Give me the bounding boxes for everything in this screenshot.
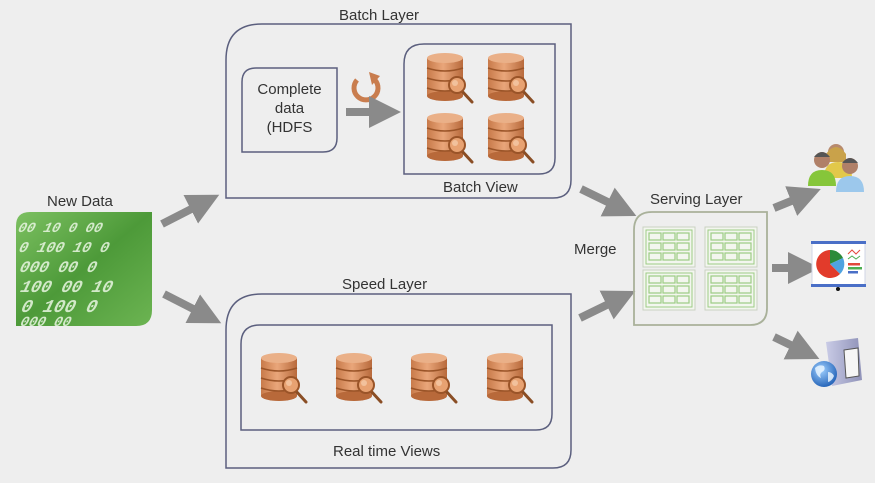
view-grid-tile: [642, 269, 696, 311]
complete-data-label: Complete data (HDFS: [257, 81, 322, 136]
database-icon: [259, 351, 308, 404]
batch-view-frame: [403, 43, 556, 175]
arrow-to-web: [772, 330, 820, 360]
svg-text:0 100 0: 0 100 0: [17, 297, 102, 318]
database-icon: [485, 351, 534, 404]
merge-label: Merge: [574, 241, 617, 258]
svg-text:100 00 10: 100 00 10: [16, 279, 117, 298]
web-server-icon: [811, 338, 862, 387]
refresh-icon: [351, 72, 381, 103]
svg-text:0 100 10 0: 0 100 10 0: [15, 240, 113, 257]
arrow-to-speed: [162, 290, 222, 324]
database-icon: [486, 111, 535, 164]
database-icon: [425, 51, 474, 104]
arrow-batch-to-serving: [579, 185, 637, 217]
view-grid-tile: [704, 269, 758, 311]
speed-layer-title: Speed Layer: [342, 276, 428, 293]
view-grid-tile: [704, 226, 758, 268]
database-icon: [486, 51, 535, 104]
database-icon: [409, 351, 458, 404]
arrow-to-users: [772, 186, 821, 216]
new-data-image: 00 10 0 00 0 100 10 0 000 00 0 100 00 10…: [14, 212, 152, 331]
database-icon: [334, 351, 383, 404]
arrow-speed-to-serving: [578, 290, 636, 322]
svg-text:00 10 0 00: 00 10 0 00: [14, 222, 105, 237]
batch-layer-frame: [225, 23, 572, 199]
serving-layer-frame: [633, 211, 768, 326]
view-grid-tile: [642, 226, 696, 268]
svg-text:000 00: 000 00: [17, 316, 74, 331]
database-icon: [425, 111, 474, 164]
speed-layer-frame: [225, 293, 572, 469]
users-icon: [808, 144, 864, 192]
real-time-views-frame: [240, 324, 553, 431]
real-time-views-label: Real time Views: [333, 443, 441, 460]
presentation-chart-icon: [811, 241, 866, 291]
batch-view-label: Batch View: [443, 179, 518, 196]
batch-layer-title: Batch Layer: [339, 7, 420, 24]
complete-data-box: [241, 67, 338, 153]
arrow-to-batch: [160, 194, 220, 228]
serving-layer-title: Serving Layer: [650, 191, 743, 208]
svg-text:000 00 0: 000 00 0: [15, 260, 100, 278]
new-data-label: New Data: [47, 193, 113, 210]
